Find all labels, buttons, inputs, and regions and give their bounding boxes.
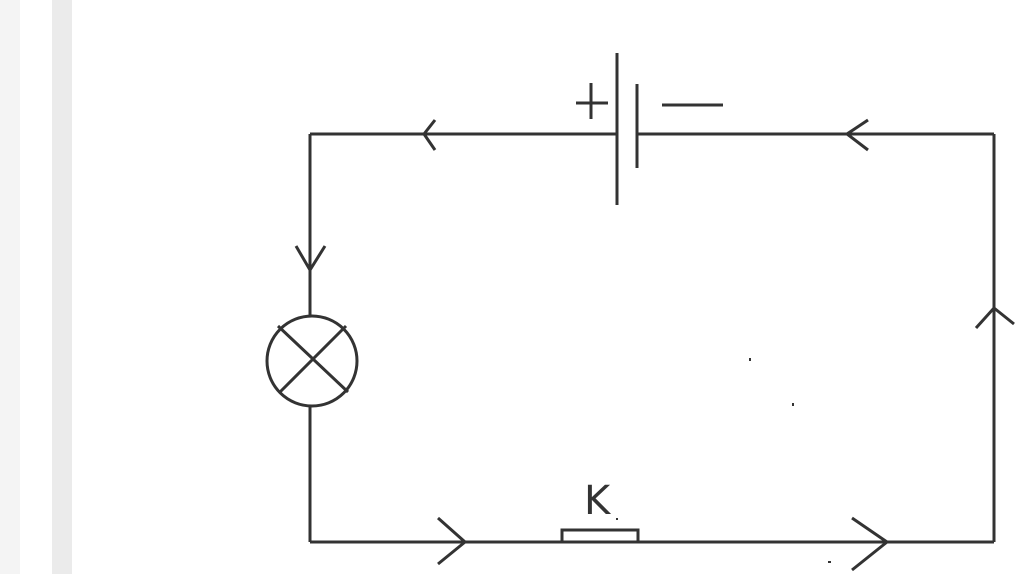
left-gutter [0, 0, 20, 574]
arrow-top-left-icon [422, 119, 437, 151]
vertical-scrollbar[interactable] [52, 0, 72, 574]
switch-label: K [584, 478, 612, 524]
switch [560, 528, 640, 542]
battery [576, 53, 723, 205]
speck [749, 358, 751, 361]
arrow-right-up-icon [974, 305, 1015, 330]
arrow-bottom-left-icon [437, 516, 468, 566]
speck [792, 403, 794, 406]
arrow-top-right-icon [844, 118, 869, 152]
arrow-left-down-icon [294, 245, 327, 273]
arrow-bottom-right-icon [851, 516, 890, 572]
speck [616, 518, 618, 520]
lamp-symbol [265, 314, 359, 408]
speck [828, 561, 831, 563]
